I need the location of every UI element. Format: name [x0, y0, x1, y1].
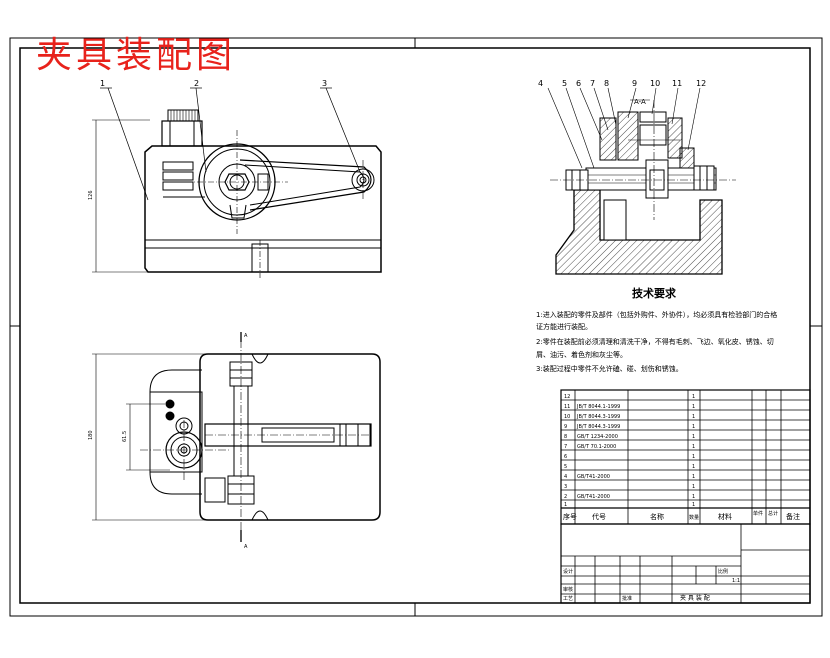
bom-header-qty: 数量: [689, 514, 699, 521]
part-label-3: 3: [322, 79, 327, 88]
dim-height-top: 180: [88, 430, 94, 440]
bom-header-remark: 备注: [786, 512, 800, 521]
bom-header-name: 名称: [650, 512, 664, 521]
bom-row-num: 6: [564, 454, 567, 460]
bom-row-code: JB/T 8044.3-1999: [576, 424, 620, 430]
bom-header-total: 总计: [768, 510, 778, 517]
bom-row-qty: 1: [692, 484, 695, 490]
tech-requirement-line: 1:进入装配的零件及部件（包括外购件、外协件），均必须具有检验部门的合格: [536, 311, 778, 319]
approve-label: 批准: [622, 595, 632, 602]
bom-row-num: 11: [564, 404, 570, 410]
section-mark-top: A: [244, 333, 248, 339]
bom-row-num: 7: [564, 444, 567, 450]
bom-row-qty: 1: [692, 434, 695, 440]
bom-row-qty: 1: [692, 414, 695, 420]
part-label-5: 5: [562, 79, 567, 88]
part-label-11: 11: [672, 79, 682, 88]
part-label-10: 10: [650, 79, 660, 88]
bom-row-num: 2: [564, 494, 567, 500]
bom-row-num: 12: [564, 394, 570, 400]
title-block: [560, 523, 811, 604]
bom-row-qty: 1: [692, 444, 695, 450]
bom-row-qty: 1: [692, 494, 695, 500]
part-label-7: 7: [590, 79, 595, 88]
part-label-12: 12: [696, 79, 706, 88]
scale-label: 比例: [718, 568, 728, 575]
bom-rows: 12 11 10 9 8 7 6 5 4 3 2 1 JB/T 8044.1-1…: [564, 394, 695, 508]
title-block-text: 设计 审核 工艺 批准 比例 1:1 夹 具 装 配: [563, 568, 740, 602]
designer-label: 设计: [563, 568, 573, 575]
bom-row-qty: 1: [692, 404, 695, 410]
bom-header-index: 序号: [563, 512, 577, 521]
part-label-6: 6: [576, 79, 581, 88]
section-mark-bottom: A: [244, 544, 248, 550]
check-label: 审核: [563, 586, 573, 593]
part-label-9: 9: [632, 79, 637, 88]
part-label-4: 4: [538, 79, 543, 88]
bom-table: [560, 389, 811, 525]
bom-row-code: GB/T 70.1-2000: [577, 444, 616, 450]
top-view: [92, 332, 381, 542]
bom-row-code: GB/T41-2000: [577, 474, 610, 480]
part-label-8: 8: [604, 79, 609, 88]
process-label: 工艺: [563, 596, 573, 602]
bom-row-qty: 1: [692, 454, 695, 460]
bom-header-unit: 单件: [753, 510, 763, 517]
dim-inner-top: 61.5: [122, 431, 128, 442]
bom-header-code: 代号: [592, 512, 606, 521]
bom-row-num: 8: [564, 434, 567, 440]
part-label-1: 1: [100, 79, 105, 88]
bom-row-code: JB/T 8044.1-1999: [576, 404, 620, 410]
tech-requirement-line: 屑、油污、着色剂和灰尘等。: [536, 351, 627, 359]
bom-row-code: JB/T 8044.3-1999: [576, 414, 620, 420]
bom-row-qty: 1: [692, 394, 695, 400]
tech-requirement-line: 3:装配过程中零件不允许磕、碰、划伤和锈蚀。: [536, 365, 683, 373]
dim-height-front: 126: [88, 190, 94, 200]
drawing-title: 夹具装配图: [36, 35, 237, 76]
bom-row-qty: 1: [692, 424, 695, 430]
bom-headers: 序号 代号 名称 数量 材料 单件 总计 备注: [563, 510, 800, 521]
bom-header-material: 材料: [718, 512, 732, 521]
part-label-2: 2: [194, 79, 199, 88]
bom-row-num: 5: [564, 464, 567, 470]
bom-row-qty: 1: [692, 502, 695, 508]
bom-row-code: GB/T41-2000: [577, 494, 610, 500]
tech-requirement-line: 证方能进行装配。: [536, 323, 592, 331]
tech-requirement-line: 2:零件在装配前必须清理和清洗干净，不得有毛刺、飞边、氧化皮、锈蚀、切: [536, 338, 774, 346]
tech-requirements-title: 技术要求: [632, 287, 676, 300]
outer-frame: [9, 37, 823, 617]
section-label: A-A: [634, 98, 646, 106]
scale-value: 1:1: [732, 578, 740, 584]
drawing-name: 夹 具 装 配: [680, 594, 710, 602]
bom-row-qty: 1: [692, 464, 695, 470]
bom-row-num: 1: [564, 502, 567, 508]
bom-row-code: GB/T 1234-2000: [577, 434, 618, 440]
section-view: [547, 87, 736, 275]
front-view: [92, 87, 382, 278]
bom-row-num: 10: [564, 414, 570, 420]
bom-row-num: 4: [564, 474, 567, 480]
bom-row-qty: 1: [692, 474, 695, 480]
bom-row-num: 9: [564, 424, 567, 430]
bom-row-num: 3: [564, 484, 567, 490]
